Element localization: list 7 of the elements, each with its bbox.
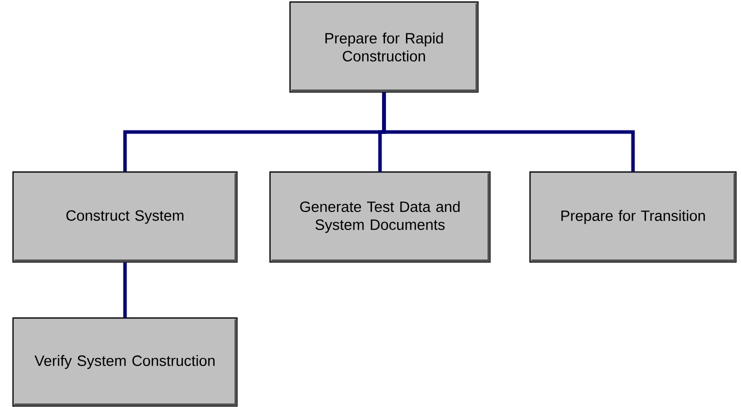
process-box: Construct System <box>12 171 238 263</box>
connector-line <box>123 262 127 318</box>
connector-line <box>382 92 635 172</box>
process-box: Prepare for Rapid Construction <box>289 1 479 93</box>
process-box: Generate Test Data and System Documents <box>269 171 491 263</box>
process-box: Prepare for Transition <box>529 171 737 263</box>
process-box: Verify System Construction <box>12 317 238 407</box>
